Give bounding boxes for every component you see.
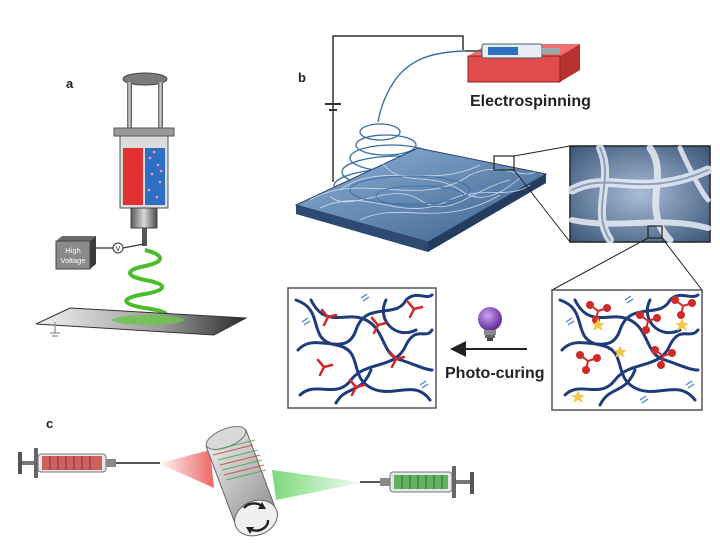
rotating-drum-collector (205, 426, 278, 537)
hv-label-line2: Voltage (60, 256, 85, 265)
pump-syringe-solution (488, 47, 518, 55)
sem-micrograph (567, 144, 713, 244)
blue-solution (145, 148, 165, 205)
plunger-cap (122, 72, 168, 86)
voltmeter-symbol: V (116, 246, 121, 253)
hv-label-line1: High (65, 246, 80, 255)
zoom-box-sem (647, 225, 663, 239)
ground-icon (50, 322, 60, 337)
panel-a-letter: a (66, 76, 74, 91)
hv-wire-2 (122, 243, 145, 249)
plunger-rod-left (127, 82, 132, 130)
deposited-fibers (112, 315, 184, 325)
feed-tubing (377, 50, 466, 123)
zoom-box-mat (493, 155, 515, 171)
syringe-flange (113, 127, 175, 137)
panel-c: c (18, 416, 474, 537)
blue-solution-particles (147, 150, 163, 199)
electrospinning-label: Electrospinning (470, 93, 591, 110)
green-syringe (360, 466, 474, 498)
network-before-curing (551, 289, 703, 411)
red-syringe (18, 448, 160, 478)
panel-b: b Electrospinning (287, 35, 713, 411)
network-after-curing (287, 287, 437, 409)
panel-b-letter: b (298, 70, 306, 85)
red-spray-cone (160, 450, 214, 488)
green-spray-cone (272, 470, 360, 500)
pump-plunger (542, 48, 560, 54)
red-solution (123, 148, 143, 205)
photo-curing-label: Photo-curing (445, 365, 545, 382)
panel-c-letter: c (46, 416, 53, 431)
lightbulb-icon (478, 307, 502, 341)
syringe-hub (130, 207, 158, 229)
photoinitiator-stars (571, 318, 689, 403)
polymer-jet (124, 248, 168, 320)
nanofiber-mat (294, 147, 548, 252)
spinneret-needle (142, 228, 147, 246)
plunger-rod-right (158, 82, 163, 130)
syringe-pump (465, 43, 580, 83)
high-voltage-supply: High Voltage (55, 236, 96, 270)
panel-a: a High Voltage V (35, 72, 248, 337)
rotation-arrows-icon (243, 502, 270, 534)
